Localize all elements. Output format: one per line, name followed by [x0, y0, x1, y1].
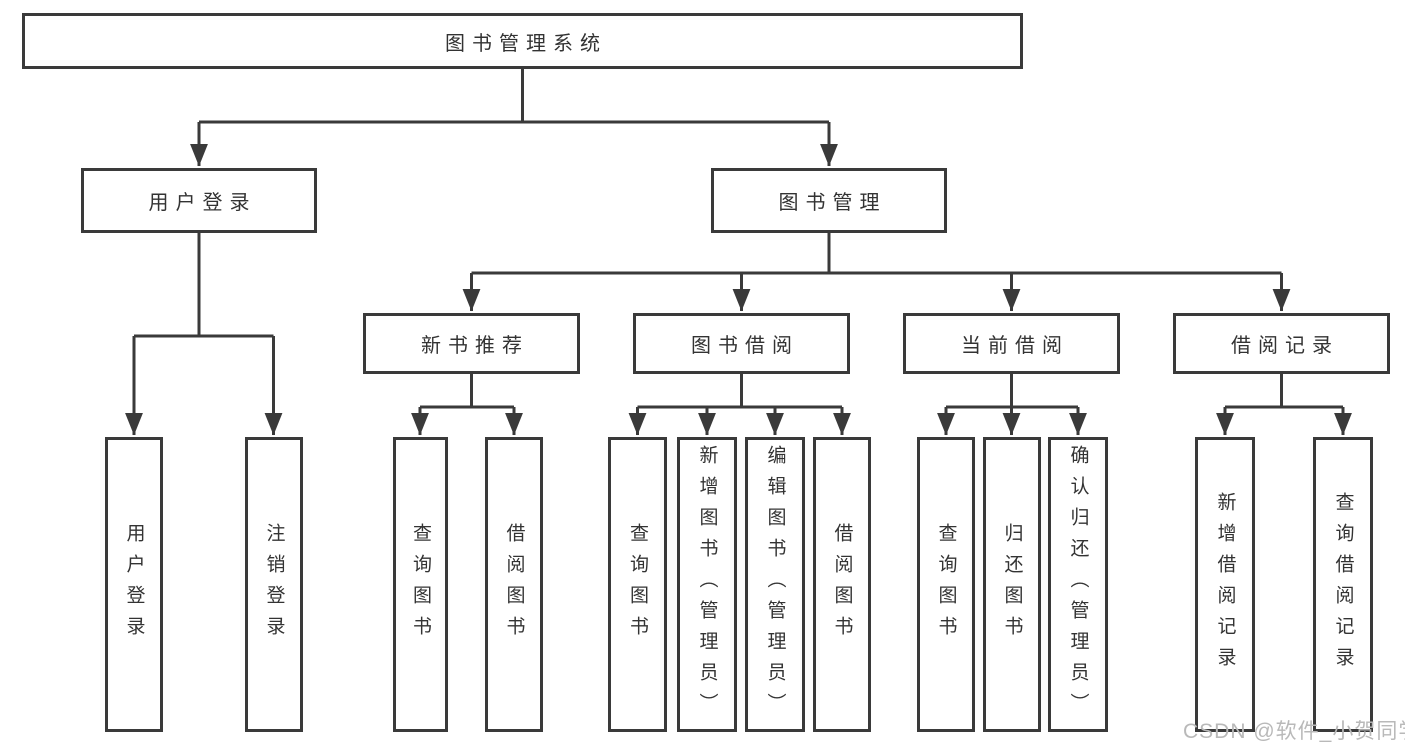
- leaf-label: 新增图书（管理员）: [696, 445, 718, 724]
- node-label: 图书借阅: [691, 335, 799, 357]
- leaf-label: 查询借阅记录: [1332, 491, 1354, 678]
- leaf-confirm-return-admin: 确认归还（管理员）: [1048, 437, 1108, 732]
- leaf-label: 注销登录: [263, 522, 285, 647]
- leaf-user-login: 用户登录: [105, 437, 163, 732]
- leaf-label: 借阅图书: [503, 522, 525, 647]
- leaf-query-books: 查询图书: [917, 437, 975, 732]
- leaf-add-books-admin: 新增图书（管理员）: [677, 437, 737, 732]
- node-label: 图书管理: [778, 192, 887, 214]
- leaf-return-books: 归还图书: [983, 437, 1041, 732]
- node-library-management-system: 图书管理系统: [22, 13, 1023, 69]
- leaf-label: 归还图书: [1001, 522, 1023, 647]
- node-borrowing-records: 借阅记录: [1173, 313, 1390, 374]
- leaf-label: 编辑图书（管理员）: [764, 445, 786, 724]
- node-book-management: 图书管理: [711, 168, 947, 233]
- node-label: 借阅记录: [1231, 335, 1339, 357]
- leaf-borrow-books: 借阅图书: [485, 437, 543, 732]
- leaf-edit-books-admin: 编辑图书（管理员）: [745, 437, 805, 732]
- leaf-label: 用户登录: [123, 522, 145, 647]
- node-label: 图书管理系统: [445, 32, 607, 55]
- node-user-login: 用户登录: [81, 168, 317, 233]
- leaf-label: 确认归还（管理员）: [1067, 445, 1089, 724]
- node-current-borrowing: 当前借阅: [903, 313, 1120, 374]
- leaf-label: 新增借阅记录: [1214, 491, 1236, 678]
- leaf-borrow-books: 借阅图书: [813, 437, 871, 732]
- leaf-logout-login: 注销登录: [245, 437, 303, 732]
- node-label: 用户登录: [148, 192, 257, 214]
- csdn-watermark: CSDN @软件_小贺同学: [1183, 720, 1405, 743]
- node-label: 当前借阅: [961, 335, 1069, 357]
- node-label: 新书推荐: [421, 335, 529, 357]
- leaf-add-borrow-record: 新增借阅记录: [1195, 437, 1255, 732]
- node-new-book-recommendation: 新书推荐: [363, 313, 580, 374]
- leaf-label: 查询图书: [627, 522, 648, 647]
- leaf-label: 借阅图书: [831, 522, 853, 647]
- leaf-query-borrow-record: 查询借阅记录: [1313, 437, 1373, 732]
- leaf-label: 查询图书: [410, 522, 431, 647]
- leaf-query-books: 查询图书: [608, 437, 667, 732]
- leaf-query-books: 查询图书: [393, 437, 448, 732]
- node-book-borrowing: 图书借阅: [633, 313, 850, 374]
- leaf-label: 查询图书: [935, 522, 957, 647]
